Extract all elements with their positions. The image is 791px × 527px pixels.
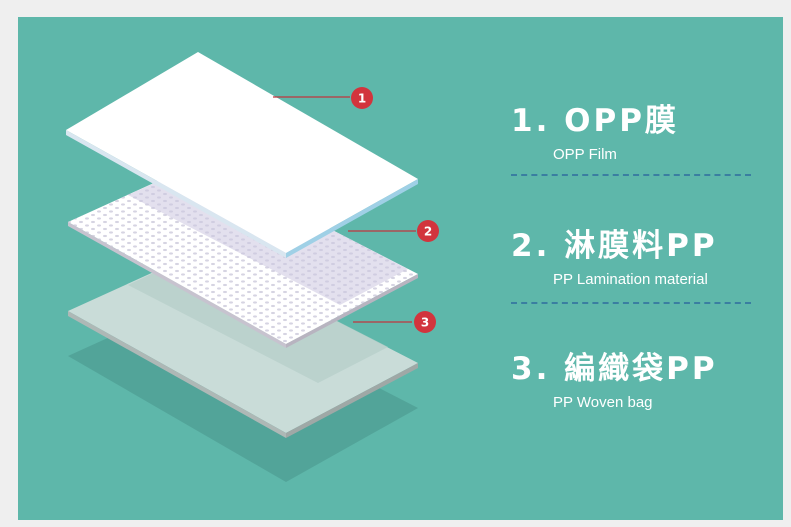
svg-text:1: 1 bbox=[358, 92, 366, 106]
callout-badge-3: 3 bbox=[414, 311, 436, 333]
svg-text:3: 3 bbox=[421, 316, 429, 330]
legend-title: 3. 編織袋PP bbox=[511, 351, 718, 387]
legend-subtitle: PP Lamination material bbox=[553, 271, 708, 288]
lamination-layer bbox=[68, 162, 418, 348]
callout-badge-1: 1 bbox=[351, 87, 373, 109]
opp-film-layer bbox=[66, 52, 418, 258]
legend-divider bbox=[511, 174, 751, 176]
legend-item-woven-bag: 3. 編織袋PP PP Woven bag bbox=[511, 343, 776, 411]
legend-title: 1. OPP膜 bbox=[511, 103, 679, 139]
legend-item-lamination: 2. 淋膜料PP PP Lamination material bbox=[511, 220, 776, 288]
layer-stack-illustration: 1 2 3 bbox=[66, 52, 439, 482]
legend-divider bbox=[511, 302, 751, 304]
svg-text:2: 2 bbox=[424, 225, 432, 239]
legend-title: 2. 淋膜料PP bbox=[511, 228, 718, 264]
legend-subtitle: PP Woven bag bbox=[553, 394, 653, 411]
legend-item-opp-film: 1. OPP膜 OPP Film bbox=[511, 95, 776, 163]
diagram-panel: 1 2 3 1. OPP膜 OPP Film 2. 淋膜料PP PP Lamin… bbox=[18, 17, 783, 520]
callout-badge-2: 2 bbox=[417, 220, 439, 242]
legend-subtitle: OPP Film bbox=[553, 146, 617, 163]
